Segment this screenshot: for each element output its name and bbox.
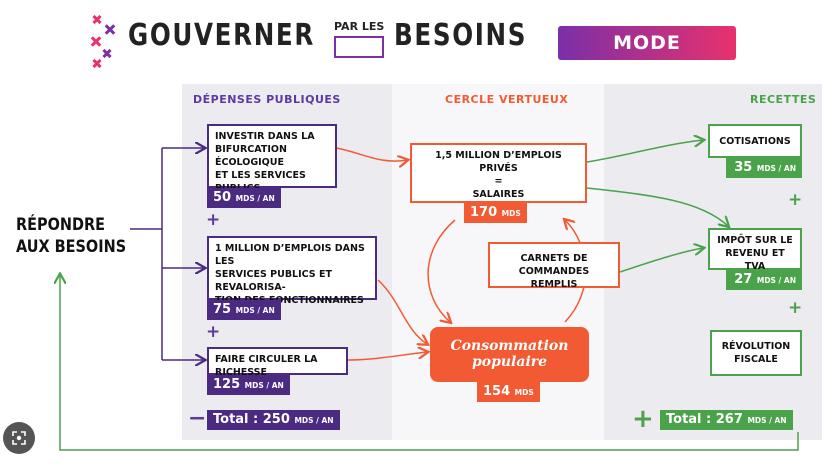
mode-emploi-badge: MODE D’EMPLOI: [558, 26, 736, 88]
recettes-total: Total : 267 MDS / AN: [660, 410, 793, 430]
recette-box-impot: IMPÔT SUR LE REVENU ET TVA: [708, 228, 802, 272]
title-besoins: BESOINS: [394, 18, 528, 53]
depense-amount-richesse: 125 MDS / AN: [207, 375, 290, 395]
depense-amount-investir: 50 MDS / AN: [207, 188, 281, 208]
column-title-depenses: DÉPENSES PUBLIQUES: [193, 93, 341, 106]
recette-box-cotisations: COTISATIONS: [708, 124, 802, 158]
recette-box-revolution-fiscale: RÉVOLUTION FISCALE: [710, 330, 802, 376]
consommation-amount: 154 MDS: [477, 382, 540, 402]
title-blank-box: [334, 36, 384, 58]
depense-box-investir: INVESTIR DANS LA BIFURCATION ÉCOLOGIQUE …: [207, 124, 337, 194]
google-lens-icon: [12, 431, 26, 445]
depense-box-emplois: 1 MILLION D’EMPLOIS DANS LES SERVICES PU…: [207, 236, 377, 306]
cross-pattern-icon: [90, 14, 116, 69]
emplois-amount: 170 MDS: [464, 203, 527, 223]
consommation-populaire-box: Consommation populaire: [430, 327, 589, 382]
plus-sign: +: [206, 210, 221, 230]
depense-box-richesse: FAIRE CIRCULER LA RICHESSE: [207, 347, 348, 378]
carnets-commandes-box: CARNETS DE COMMANDES REMPLIS: [488, 242, 620, 290]
plus-sign: +: [632, 404, 654, 434]
repondre-aux-besoins-label: RÉPONDRE AUX BESOINS: [16, 215, 127, 257]
column-title-recettes: RECETTES: [750, 93, 817, 106]
emplois-prives-box: 1,5 MILLION D’EMPLOIS PRIVÉS = SALAIRES: [410, 143, 587, 203]
plus-sign: +: [788, 190, 803, 210]
depense-amount-emplois: 75 MDS / AN: [207, 300, 281, 320]
plus-sign: +: [788, 298, 803, 318]
recette-amount-impot: 27 MDS / AN: [726, 270, 802, 290]
minus-sign: −: [188, 406, 207, 431]
title-gouverner: GOUVERNER: [128, 18, 315, 53]
plus-sign: +: [206, 322, 221, 342]
depenses-total: Total : 250 MDS / AN: [207, 410, 340, 430]
recette-amount-cotisations: 35 MDS / AN: [726, 158, 802, 178]
title-par-les: PAR LES: [334, 20, 385, 33]
column-title-cercle: CERCLE VERTUEUX: [445, 93, 569, 106]
